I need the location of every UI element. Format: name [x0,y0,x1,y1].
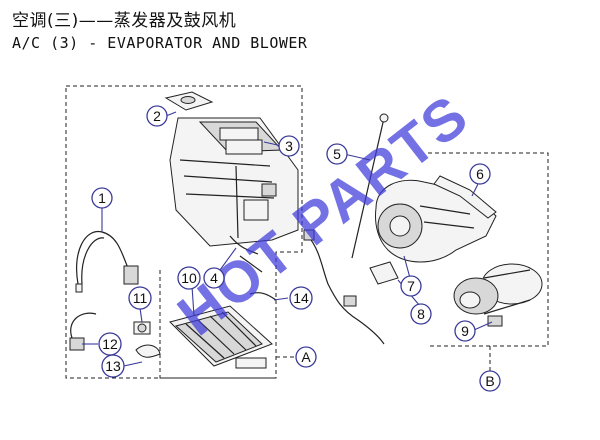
svg-text:14: 14 [293,290,309,306]
svg-text:8: 8 [417,306,425,322]
svg-text:B: B [485,373,494,389]
blower-cable [351,113,389,259]
diagram-title-english: A/C (3) - EVAPORATOR AND BLOWER [12,34,308,52]
svg-text:11: 11 [133,290,148,306]
cover-plate [164,91,214,111]
evaporator-housing [169,117,299,247]
callout-10: 10 [177,266,201,290]
svg-text:9: 9 [461,323,469,339]
svg-text:1: 1 [98,190,106,206]
callout-12: 12 [98,332,122,356]
sensor-part-11 [133,321,151,335]
callout-5: 5 [326,143,348,165]
callout-4: 4 [203,267,225,289]
callout-7: 7 [400,275,422,297]
svg-text:A: A [301,349,311,365]
svg-text:12: 12 [102,336,118,352]
svg-text:3: 3 [285,138,293,154]
callout-11: 11 [128,286,152,310]
blower-housing [375,175,497,263]
callout-14: 14 [289,286,313,310]
group-a-boundary [65,85,303,379]
callout-8: 8 [410,303,432,325]
callout-b: B [479,370,501,392]
diagram-title-chinese: 空调(三)——蒸发器及鼓风机 [12,11,237,31]
pipe-line [229,235,259,255]
callout-2: 2 [146,105,168,127]
evaporator-core [169,305,273,369]
svg-text:5: 5 [333,146,341,162]
callout-3: 3 [278,135,300,157]
svg-text:13: 13 [105,358,121,374]
svg-text:6: 6 [476,166,484,182]
callout-13: 13 [101,354,125,378]
wire-harness [75,231,139,293]
callout-6: 6 [469,163,491,185]
svg-text:2: 2 [153,108,161,124]
callout-1: 1 [91,187,113,209]
blower-harness [303,229,385,345]
callout-9: 9 [454,320,476,342]
group-a-subbox [159,270,276,379]
svg-text:10: 10 [181,270,197,286]
clamp-part-13 [135,344,161,358]
blower-resistor [369,261,399,285]
svg-text:7: 7 [407,278,415,294]
group-b-boundary [428,152,549,347]
blower-motor [453,263,543,327]
svg-text:4: 4 [210,270,218,286]
callout-a: A [295,346,317,368]
drain-hose [239,255,277,301]
